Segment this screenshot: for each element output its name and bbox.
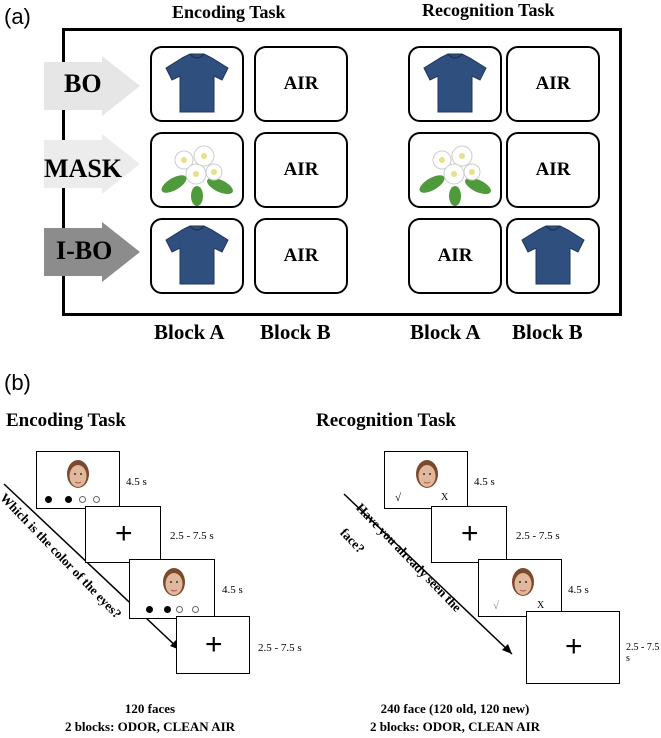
- recognition-time-2: 2.5 - 7.5 s: [516, 530, 560, 542]
- eye-color-option-dot: [45, 496, 52, 503]
- check-mark: √: [493, 600, 500, 612]
- eye-color-option-dot: [93, 496, 100, 503]
- mask-label: MASK: [44, 154, 122, 183]
- ibo-arrow: [44, 222, 140, 282]
- tshirt-icon: [165, 225, 229, 285]
- bo-arrow: [44, 56, 140, 116]
- flower-icon: [419, 145, 491, 206]
- recognition-fixation-screen-2: +: [526, 611, 620, 684]
- eye-color-option-dot: [192, 606, 199, 613]
- face-icon: [416, 460, 438, 488]
- recognition-bo-block-b: AIR: [506, 46, 600, 122]
- block-label-enc-a: Block A: [154, 320, 225, 344]
- mask-arrow: [44, 134, 140, 194]
- encoding-task-title-b: Encoding Task: [6, 410, 126, 431]
- eye-color-option-dot: [176, 606, 183, 613]
- encoding-ibo-block-b: AIR: [254, 218, 348, 294]
- recognition-time-4: 2.5 - 7.5 s: [626, 642, 660, 664]
- x-mark: X: [441, 492, 449, 503]
- flower-icon: [161, 145, 233, 206]
- encoding-time-1: 4.5 s: [126, 476, 147, 488]
- tshirt-icon: [165, 53, 229, 113]
- bo-label: BO: [64, 69, 102, 98]
- face-icon: [512, 568, 534, 596]
- x-mark: X: [537, 600, 545, 611]
- encoding-task-title-a: Encoding Task: [172, 2, 286, 22]
- encoding-mask-block-b: AIR: [254, 132, 348, 208]
- eye-color-option-dot: [79, 496, 86, 503]
- recognition-bo-block-a: [408, 46, 502, 122]
- fixation-cross: +: [205, 628, 223, 661]
- encoding-fixation-screen-1: +: [85, 506, 161, 563]
- recognition-mask-block-a: [408, 132, 502, 208]
- encoding-time-2: 2.5 - 7.5 s: [170, 530, 214, 542]
- recognition-footer-1: 240 face (120 old, 120 new): [380, 701, 530, 716]
- encoding-footer-2: 2 blocks: ODOR, CLEAN AIR: [64, 719, 236, 734]
- recognition-ibo-block-a: AIR: [408, 218, 502, 294]
- recognition-task-title-b: Recognition Task: [316, 410, 456, 431]
- condition-arrows: [44, 56, 140, 282]
- encoding-face-screen-2: [129, 559, 215, 619]
- tshirt-icon: [423, 53, 487, 113]
- fixation-cross: +: [565, 630, 583, 663]
- recognition-mask-block-b: AIR: [506, 132, 600, 208]
- recognition-footer-2: 2 blocks: ODOR, CLEAN AIR: [369, 719, 541, 734]
- encoding-bo-block-a: [150, 46, 244, 122]
- panel-b-label: (b): [4, 370, 31, 395]
- encoding-ibo-block-a: [150, 218, 244, 294]
- encoding-fixation-screen-2: +: [176, 616, 250, 674]
- block-label-rec-b: Block B: [512, 320, 583, 344]
- encoding-footer-1: 120 faces: [124, 701, 176, 716]
- ibo-label: I-BO: [56, 236, 113, 265]
- recognition-ibo-block-b: [506, 218, 600, 294]
- face-icon: [163, 568, 185, 596]
- block-label-rec-a: Block A: [410, 320, 481, 344]
- encoding-mask-block-a: [150, 132, 244, 208]
- block-label-enc-b: Block B: [260, 320, 331, 344]
- eye-color-option-dot: [146, 606, 153, 613]
- encoding-time-4: 2.5 - 7.5 s: [258, 642, 302, 654]
- fixation-cross: +: [461, 517, 479, 550]
- fixation-cross: +: [115, 517, 133, 550]
- recognition-time-3: 4.5 s: [568, 584, 589, 596]
- encoding-time-3: 4.5 s: [222, 584, 243, 596]
- check-mark: √: [395, 492, 402, 504]
- recognition-fixation-screen-1: +: [431, 506, 507, 563]
- recognition-time-1: 4.5 s: [474, 476, 495, 488]
- recognition-task-title-a: Recognition Task: [422, 0, 555, 20]
- tshirt-icon: [521, 225, 585, 285]
- eye-color-option-dot: [65, 496, 72, 503]
- encoding-face-screen-1: [36, 451, 120, 509]
- encoding-bo-block-b: AIR: [254, 46, 348, 122]
- recognition-face-screen-1: √ X: [384, 451, 468, 509]
- face-icon: [67, 460, 89, 488]
- panel-a-label: (a): [4, 4, 31, 29]
- recognition-timeline-arrow: [343, 493, 513, 655]
- recognition-face-screen-2: √ X: [478, 559, 562, 617]
- eye-color-option-dot: [164, 606, 171, 613]
